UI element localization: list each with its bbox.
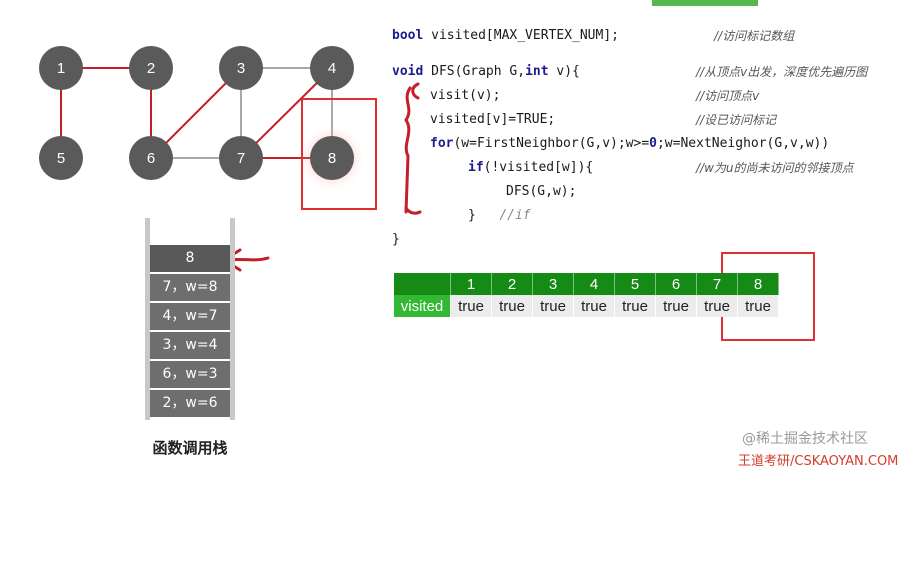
call-stack: 8 7，w=8 4，w=7 3，w=4 6，w=3 2，w=6	[145, 218, 235, 420]
graph-node-5	[39, 136, 83, 180]
visited-index-cell: 2	[491, 273, 533, 295]
stack-frame: 8	[150, 245, 230, 272]
code-text: ;w=NextNeighor(G,v,w))	[656, 136, 830, 151]
stack-frame: 4，w=7	[150, 303, 230, 330]
stack-wall-left	[145, 218, 150, 420]
visited-index-cell: 5	[614, 273, 656, 295]
code-text: visited[MAX_VERTEX_NUM];	[423, 28, 619, 43]
visited-index-cell: 6	[655, 273, 697, 295]
code-line-fn: void DFS(Graph G,int v){	[392, 60, 580, 84]
code-brace-mark	[404, 86, 412, 214]
node-8-highlight-box	[301, 98, 377, 210]
code-keyword: bool	[392, 28, 424, 43]
graph-node-label-5: 5	[57, 150, 65, 167]
watermark-wangdao: 王道考研/CSKAOYAN.COM	[738, 454, 899, 469]
code-comment: //设已访问标记	[696, 113, 777, 127]
code-line-decl: bool visited[MAX_VERTEX_NUM];	[392, 24, 619, 48]
code-comment: //访问顶点v	[696, 89, 760, 103]
visited-value-cell: true	[696, 295, 738, 317]
visited-value-cell: true	[737, 295, 779, 317]
graph-node-7	[219, 136, 263, 180]
dfs-code-block: bool visited[MAX_VERTEX_NUM]; //访问标记数组 v…	[392, 24, 867, 576]
code-line-visit: visit(v);	[430, 88, 501, 103]
code-line-close-fn: }	[392, 232, 400, 247]
code-comment: //访问标记数组	[714, 29, 795, 43]
code-keyword: for	[430, 136, 454, 151]
graph-node-2	[129, 46, 173, 90]
code-keyword: void	[392, 64, 424, 79]
visited-index-cell: 1	[450, 273, 492, 295]
code-line-recurse: DFS(G,w);	[506, 184, 577, 199]
visited-value-cell: true	[655, 295, 697, 317]
code-text: v){	[548, 64, 580, 79]
code-line-close-if: } //if	[468, 204, 531, 228]
code-keyword: if	[468, 160, 484, 175]
visited-value-cell: true	[532, 295, 574, 317]
graph-node-label-3: 3	[237, 60, 245, 77]
visited-index-cell: 4	[573, 273, 615, 295]
visited-index-cell: 3	[532, 273, 574, 295]
code-line-for: for(w=FirstNeighbor(G,v);w>=0;w=NextNeig…	[430, 132, 829, 156]
stack-frame: 3，w=4	[150, 332, 230, 359]
visited-row-label: visited	[394, 295, 451, 317]
graph-node-label-2: 2	[147, 60, 155, 77]
graph-node-label-4: 4	[328, 60, 336, 77]
visited-value-cell: true	[614, 295, 656, 317]
code-line-mark: visited[v]=TRUE;	[430, 112, 556, 127]
code-comment: //从顶点v出发，深度优先遍历图	[696, 65, 868, 79]
top-tab-indicator	[652, 0, 758, 6]
code-number: 0	[649, 136, 657, 151]
code-comment: //if	[499, 208, 531, 223]
stack-frame: 7，w=8	[150, 274, 230, 301]
watermark-juejin: @稀土掘金技术社区	[742, 431, 868, 447]
graph-node-label-1: 1	[57, 60, 65, 77]
visited-value-cell: true	[573, 295, 615, 317]
graph-node-label-7: 7	[237, 150, 245, 167]
visited-index-cell: 7	[696, 273, 738, 295]
graph-node-6	[129, 136, 173, 180]
visited-value-cell: true	[450, 295, 492, 317]
graph-node-3	[219, 46, 263, 90]
graph-node-label-6: 6	[147, 150, 155, 167]
graph-node-8	[310, 136, 354, 180]
stack-caption: 函数调用栈	[152, 439, 228, 457]
code-comment: //w为u的尚未访问的邻接顶点	[696, 161, 854, 175]
code-text: (w=FirstNeighbor(G,v);w>=	[453, 136, 650, 151]
code-brace-bottom	[404, 206, 422, 215]
stack-wall-right	[230, 218, 235, 420]
code-line-if: if(!visited[w]){	[468, 156, 593, 180]
graph-node-4	[310, 46, 354, 90]
graph-node-label-8: 8	[328, 150, 336, 167]
code-keyword: int	[525, 64, 549, 79]
code-text: (!visited[w]){	[483, 160, 594, 175]
visited-header-blank	[394, 273, 451, 295]
code-brace-top	[411, 82, 420, 100]
graph-node-1	[39, 46, 83, 90]
visited-index-cell: 8	[737, 273, 779, 295]
code-text: DFS(Graph G,	[423, 64, 526, 79]
code-text: }	[468, 208, 476, 223]
stack-frame: 2，w=6	[150, 390, 230, 417]
stack-frame: 6，w=3	[150, 361, 230, 388]
visited-value-cell: true	[491, 295, 533, 317]
